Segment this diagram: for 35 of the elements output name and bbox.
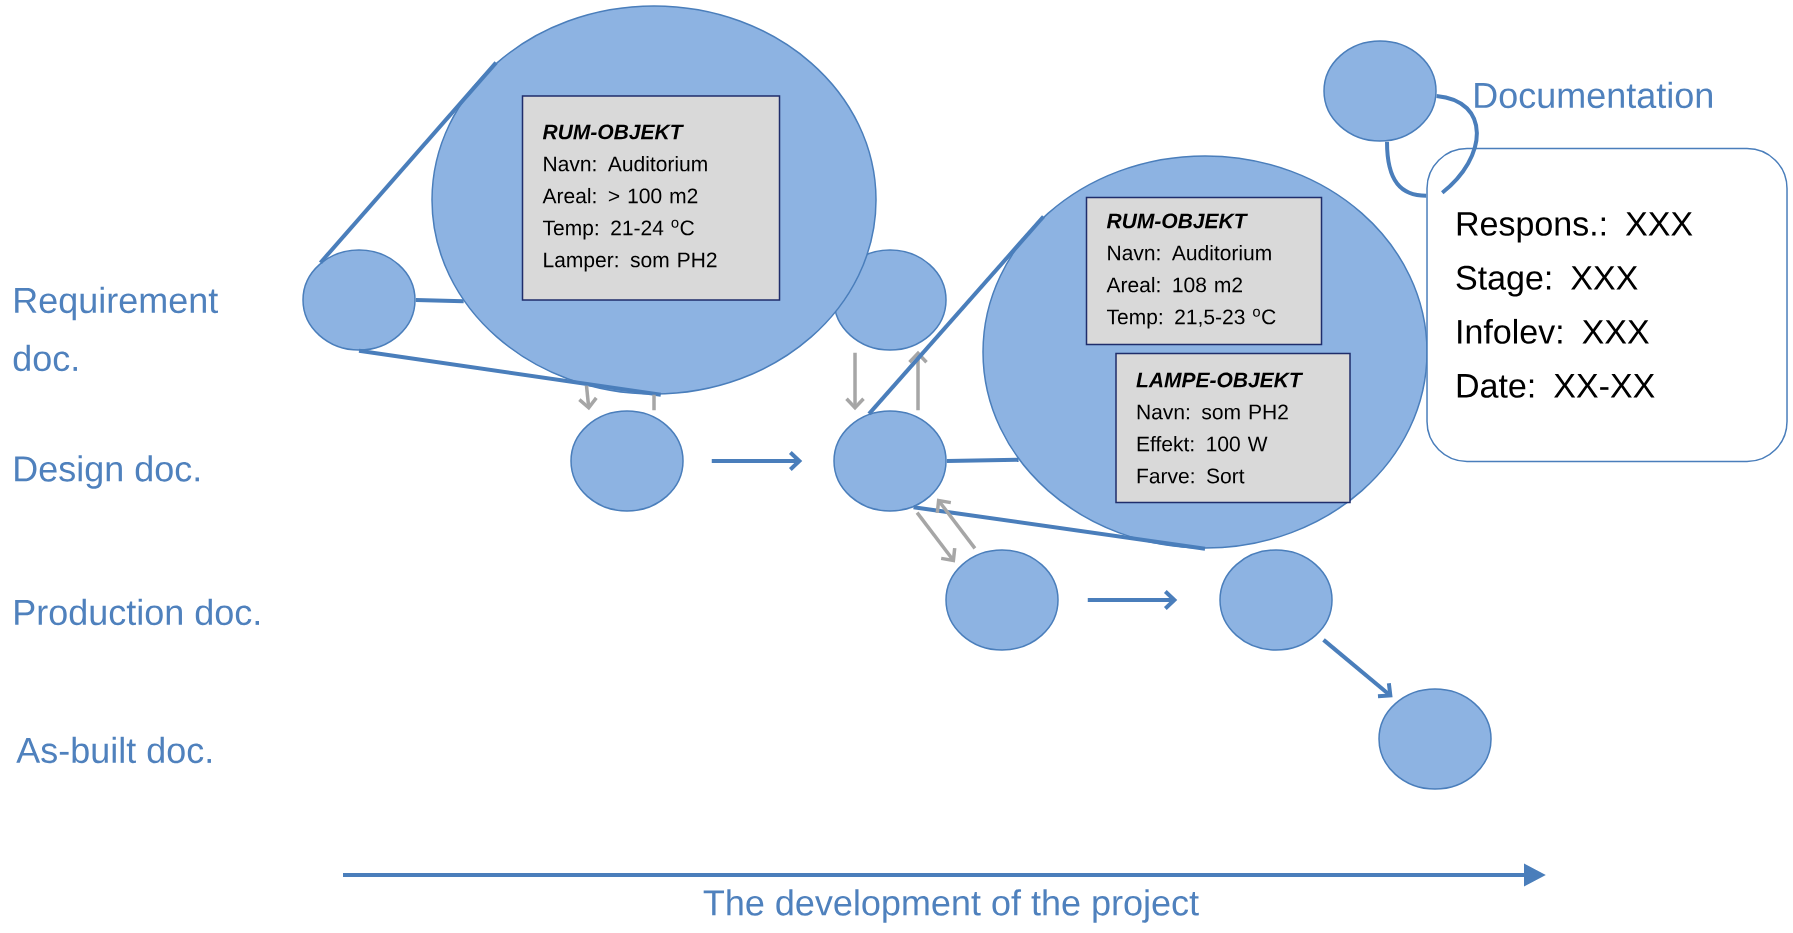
axis-label: The development of the project [703,889,1199,923]
zoom-line [318,61,498,265]
arrow [578,385,598,411]
document-circle [833,410,947,512]
zoom-line [913,505,1206,551]
arrow [935,498,977,550]
line-stub [415,298,464,304]
arrow [711,451,803,471]
row-label: Requirement doc. [13,286,218,372]
row-label: As-built doc. [16,736,211,764]
arrow [1322,638,1393,699]
row-label: Design doc. [15,455,199,489]
document-circle [570,410,684,512]
row-label: Production doc. [15,598,259,626]
document-circle [1323,40,1437,142]
connector-arc [1436,93,1479,195]
section-title: Documentation [1475,81,1712,109]
connector-arc [1385,141,1427,198]
arrow [845,352,865,411]
info-box: RUM-OBJEKT Navn: Auditorium Areal: 108 m2 Temp: 21,5-23 $^{o}$C [1085,196,1323,346]
line-stub [652,394,656,411]
arrow [915,511,957,563]
info-box: RUM-OBJEKT Navn: Auditorium Areal: > 100 m2 Temp: 21-24 $^{o}$C Lamper: som PH2 [521,95,781,301]
document-circle [945,549,1059,651]
callout-box: Respons.: XXX Stage: XXX Infolev: XXX Date: XX-XX [1426,147,1788,463]
info-box: LAMPE-OBJEKT Navn: som PH2 Effekt: 100 W Farve: Sort [1115,352,1351,504]
document-circle [1378,688,1492,790]
document-circle [833,249,947,351]
zoom-line [867,215,1046,416]
line-stub [946,457,1019,463]
arrow [1087,590,1178,610]
zoom-line [358,348,662,397]
document-circle [1219,549,1333,651]
document-circle [302,249,416,351]
arrow [908,350,928,411]
